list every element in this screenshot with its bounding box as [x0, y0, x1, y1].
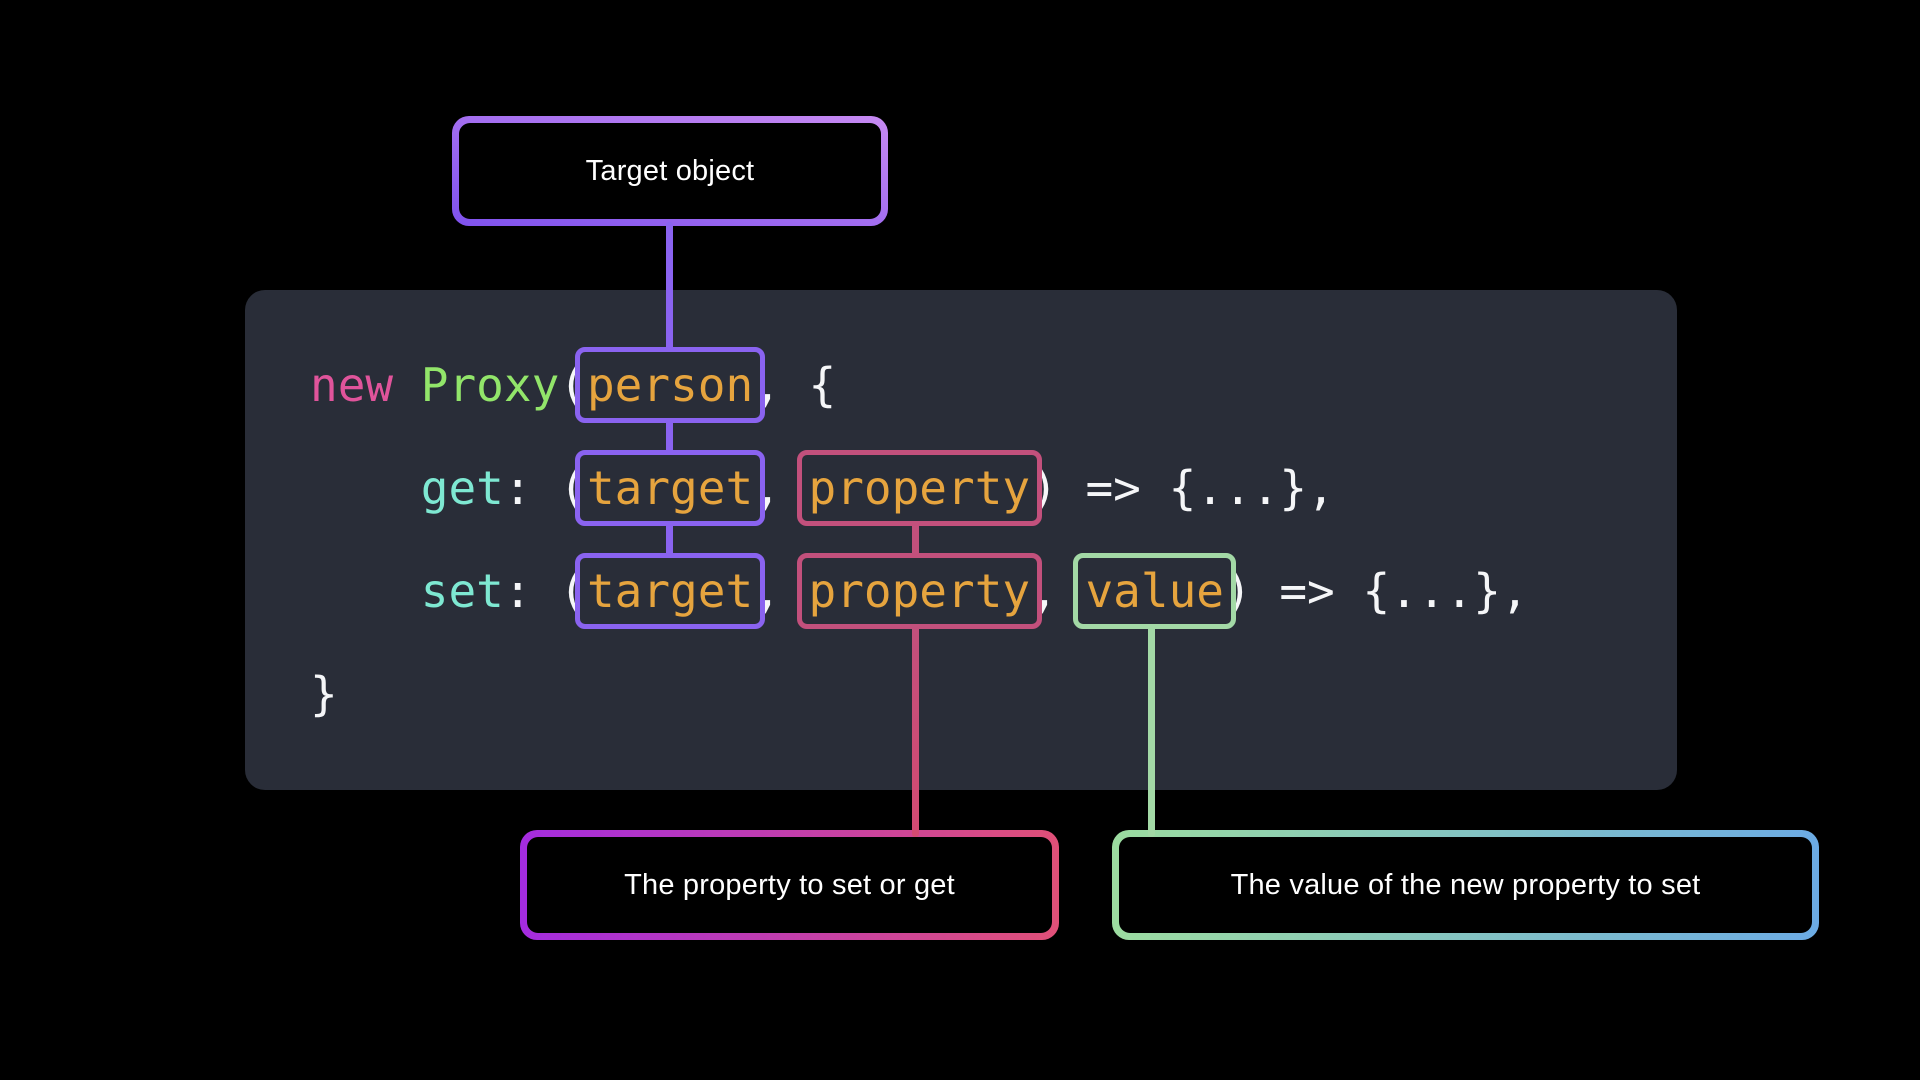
indent: [310, 564, 421, 618]
param-target-set: target: [574, 553, 766, 629]
connector-label-to-person: [666, 222, 673, 358]
code-line-3: set: (target, property, value) => {...},: [310, 540, 1677, 643]
code-line-1: new Proxy(person, {: [310, 334, 1677, 437]
punct-arrow-body: ) => {...},: [1223, 564, 1529, 618]
indent: [310, 461, 421, 515]
connector-property-to-label: [912, 622, 919, 837]
param-target-get: target: [574, 450, 766, 526]
param-person: person: [574, 347, 766, 423]
punct-comma-brace: , {: [753, 358, 837, 412]
connector-property-to-property: [912, 519, 919, 560]
code-block: new Proxy(person, { get: (target, proper…: [245, 290, 1677, 790]
code-line-4: }: [310, 643, 1677, 746]
connector-person-to-target: [666, 416, 673, 458]
keyword-new: new: [310, 358, 394, 412]
connector-target-to-target: [666, 519, 673, 560]
punct-close-brace: }: [310, 667, 338, 721]
space: [393, 358, 421, 412]
connector-value-to-label: [1148, 622, 1155, 837]
method-set: set: [420, 564, 504, 618]
punct-arrow-body: ) => {...},: [1030, 461, 1335, 515]
value-callout: The value of the new property to set: [1112, 830, 1819, 940]
property-callout-label: The property to set or get: [624, 868, 955, 901]
value-callout-label: The value of the new property to set: [1230, 868, 1701, 901]
target-object-callout: Target object: [452, 116, 888, 226]
param-property-get: property: [796, 450, 1043, 526]
class-proxy: Proxy: [420, 358, 560, 412]
code-line-2: get: (target, property) => {...},: [310, 437, 1677, 540]
param-value-set: value: [1073, 553, 1236, 629]
property-callout: The property to set or get: [520, 830, 1059, 940]
method-get: get: [420, 461, 504, 515]
target-object-callout-label: Target object: [585, 154, 755, 187]
param-property-set: property: [796, 553, 1043, 629]
